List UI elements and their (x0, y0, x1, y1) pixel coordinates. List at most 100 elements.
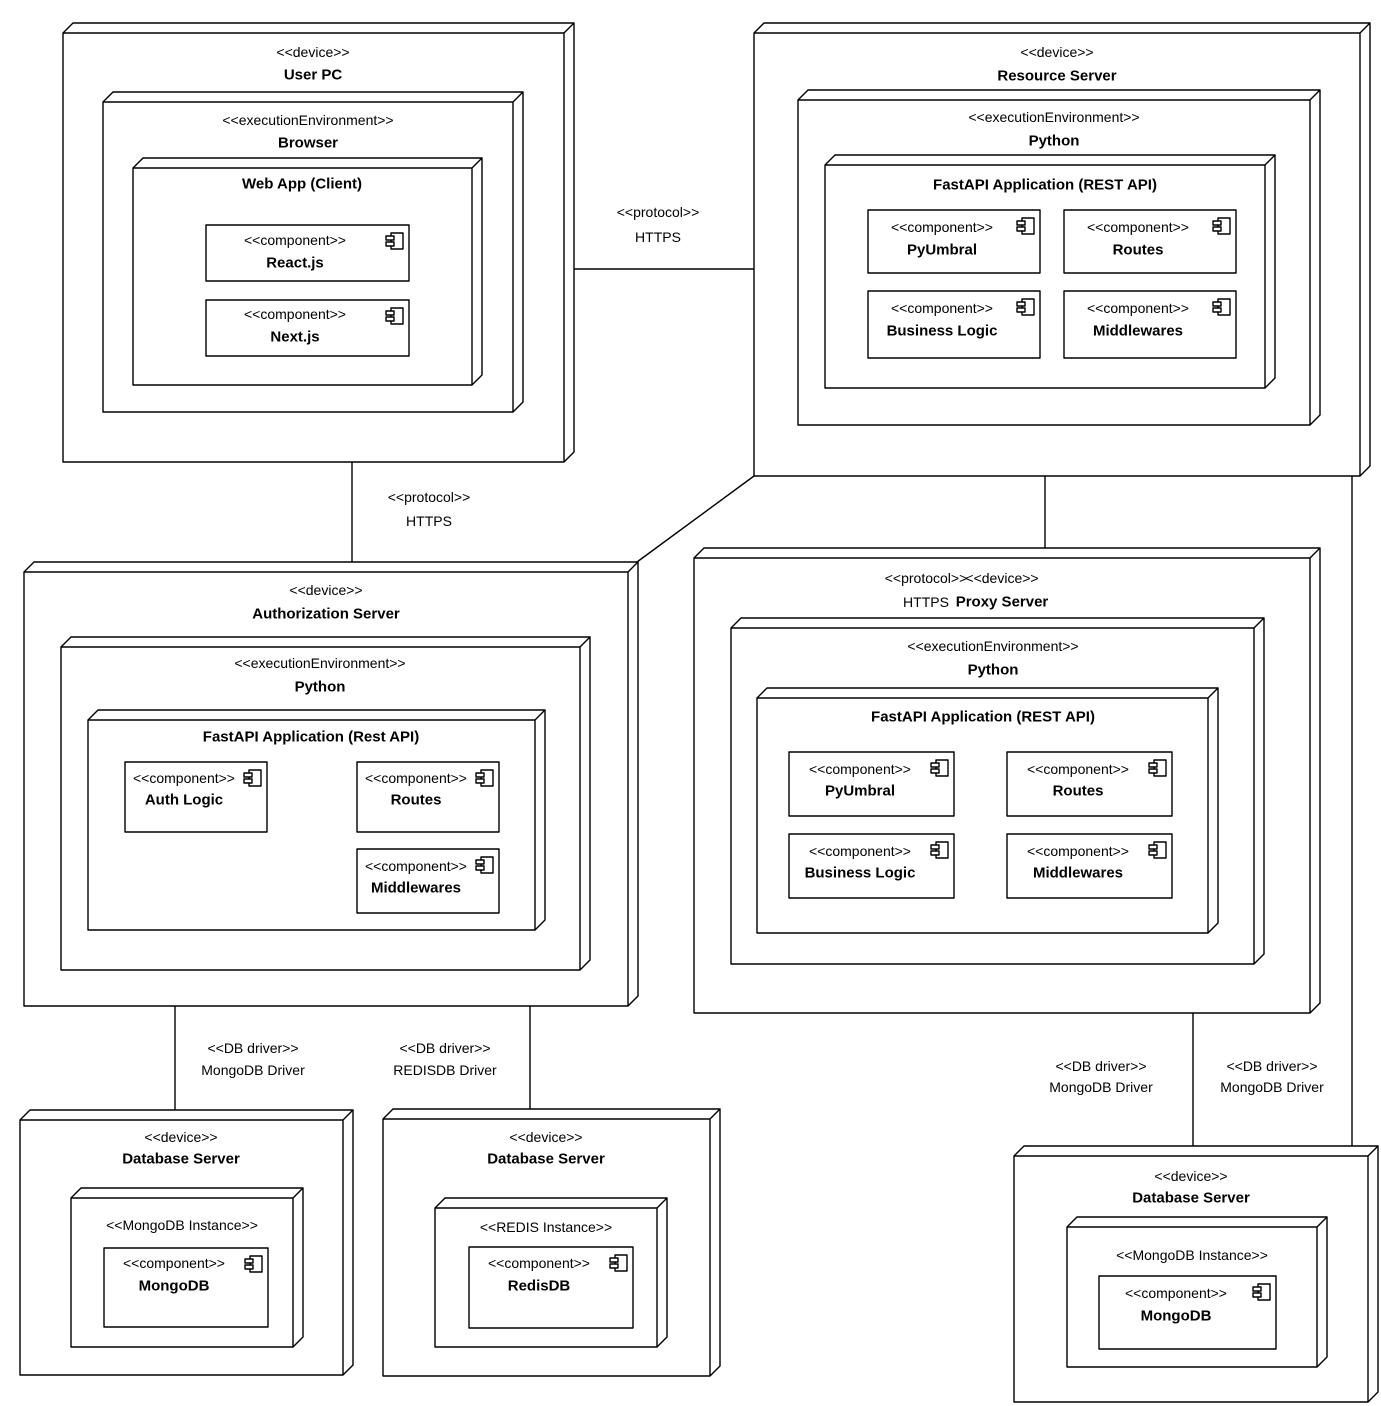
db3-name: Database Server (1132, 1190, 1250, 1207)
auth-db1-label-name: MongoDB Driver (201, 1062, 305, 1078)
component-auth-routes: <<component>> Routes (356, 761, 500, 833)
auth-db2-label-stereotype: <<DB driver>> (399, 1040, 490, 1056)
userpc-auth-label-name: HTTPS (406, 513, 452, 529)
component-db3-mongodb: <<component>> MongoDB (1098, 1275, 1277, 1350)
component-icon (1212, 298, 1231, 316)
db2-redisdb-stereotype: <<component>> (488, 1255, 590, 1271)
component-proxy-business-logic: <<component>> Business Logic (788, 833, 955, 899)
component-auth-logic: <<component>> Auth Logic (124, 761, 268, 833)
component-icon (1148, 759, 1167, 777)
connection-labels: <<protocol>> HTTPS <<protocol>> HTTPS <<… (201, 204, 1324, 1095)
db1-mongodb-name: MongoDB (139, 1278, 210, 1295)
web-app-name: Web App (Client) (242, 176, 362, 193)
resource-proxy-label-name: HTTPS (903, 594, 949, 610)
component-icon (1252, 1283, 1271, 1301)
component-icon (385, 307, 404, 325)
resource-server-stereotype: <<device>> (1020, 44, 1093, 60)
component-db1-mongodb: <<component>> MongoDB (103, 1247, 269, 1328)
proxy-db3-label-stereotype: <<DB driver>> (1055, 1058, 1146, 1074)
db3-mongodb-stereotype: <<component>> (1125, 1285, 1227, 1301)
user-pc-stereotype: <<device>> (276, 44, 349, 60)
db2-stereotype: <<device>> (509, 1129, 582, 1145)
component-icon (930, 759, 949, 777)
auth-fastapi-name: FastAPI Application (Rest API) (203, 729, 419, 746)
rs-fastapi-name: FastAPI Application (REST API) (933, 177, 1157, 194)
rs-middlewares-name: Middlewares (1093, 323, 1183, 340)
component-icon (243, 769, 262, 787)
auth-logic-name: Auth Logic (145, 792, 223, 809)
proxy-business-logic-name: Business Logic (805, 865, 916, 882)
db1-mongodb-stereotype: <<component>> (123, 1255, 225, 1271)
proxy-server-name: Proxy Server (956, 594, 1049, 611)
component-rs-middlewares: <<component>> Middlewares (1063, 290, 1237, 359)
auth-routes-stereotype: <<component>> (365, 770, 467, 786)
link-resource-auth (636, 475, 755, 563)
auth-server-name: Authorization Server (252, 606, 400, 623)
db3-stereotype: <<device>> (1154, 1168, 1227, 1184)
auth-python-name: Python (295, 679, 346, 696)
component-react: <<component>> React.js (205, 224, 410, 282)
next-name: Next.js (270, 329, 319, 346)
proxy-business-logic-stereotype: <<component>> (809, 843, 911, 859)
proxy-python-name: Python (968, 662, 1019, 679)
auth-middlewares-stereotype: <<component>> (365, 858, 467, 874)
component-proxy-pyumbral: <<component>> PyUmbral (788, 751, 955, 817)
browser-stereotype: <<executionEnvironment>> (222, 112, 393, 128)
component-icon (1016, 298, 1035, 316)
resource-db3-label-stereotype: <<DB driver>> (1226, 1058, 1317, 1074)
rs-routes-stereotype: <<component>> (1087, 219, 1189, 235)
component-next: <<component>> Next.js (205, 299, 410, 357)
auth-routes-name: Routes (391, 792, 442, 809)
proxy-routes-name: Routes (1053, 783, 1104, 800)
rs-routes-name: Routes (1113, 242, 1164, 259)
component-rs-pyumbral: <<component>> PyUmbral (867, 209, 1041, 274)
proxy-middlewares-name: Middlewares (1033, 865, 1123, 882)
component-rs-routes: <<component>> Routes (1063, 209, 1237, 274)
db2-redisdb-name: RedisDB (508, 1278, 571, 1295)
proxy-routes-stereotype: <<component>> (1027, 761, 1129, 777)
component-auth-middlewares: <<component>> Middlewares (356, 848, 500, 914)
user-pc-name: User PC (284, 67, 343, 84)
auth-python-stereotype: <<executionEnvironment>> (234, 655, 405, 671)
proxy-python-stereotype: <<executionEnvironment>> (907, 638, 1078, 654)
react-name: React.js (266, 255, 324, 272)
connectors (174, 268, 1353, 1146)
proxy-server-stereotype: <<device>> (965, 570, 1038, 586)
resource-db3-label-name: MongoDB Driver (1220, 1079, 1324, 1095)
db1-stereotype: <<device>> (144, 1129, 217, 1145)
auth-server-stereotype: <<device>> (289, 582, 362, 598)
proxy-fastapi-name: FastAPI Application (REST API) (871, 709, 1095, 726)
component-icon (609, 1254, 628, 1272)
proxy-db3-label-name: MongoDB Driver (1049, 1079, 1153, 1095)
rs-pyumbral-name: PyUmbral (907, 242, 977, 259)
component-icon (244, 1255, 263, 1273)
db3-mongodb-name: MongoDB (1141, 1308, 1212, 1325)
rs-business-logic-name: Business Logic (887, 323, 998, 340)
rs-business-logic-stereotype: <<component>> (891, 300, 993, 316)
component-rs-business-logic: <<component>> Business Logic (867, 290, 1041, 359)
component-icon (1148, 841, 1167, 859)
db1-instance-stereotype: <<MongoDB Instance>> (106, 1217, 258, 1233)
rs-middlewares-stereotype: <<component>> (1087, 300, 1189, 316)
auth-db2-label-name: REDISDB Driver (393, 1062, 497, 1078)
component-icon (385, 232, 404, 250)
proxy-middlewares-stereotype: <<component>> (1027, 843, 1129, 859)
next-stereotype: <<component>> (244, 306, 346, 322)
db2-name: Database Server (487, 1151, 605, 1168)
component-db2-redisdb: <<component>> RedisDB (468, 1246, 634, 1329)
proxy-pyumbral-name: PyUmbral (825, 783, 895, 800)
component-icon (930, 841, 949, 859)
userpc-auth-label-stereotype: <<protocol>> (388, 489, 471, 505)
rs-python-name: Python (1029, 133, 1080, 150)
auth-logic-stereotype: <<component>> (133, 770, 235, 786)
rs-pyumbral-stereotype: <<component>> (891, 219, 993, 235)
userpc-resource-label-name: HTTPS (635, 229, 681, 245)
component-icon (1212, 217, 1231, 235)
proxy-pyumbral-stereotype: <<component>> (809, 761, 911, 777)
auth-middlewares-name: Middlewares (371, 880, 461, 897)
resource-server-name: Resource Server (997, 68, 1116, 85)
db1-name: Database Server (122, 1151, 240, 1168)
browser-name: Browser (278, 135, 338, 152)
component-icon (1016, 217, 1035, 235)
